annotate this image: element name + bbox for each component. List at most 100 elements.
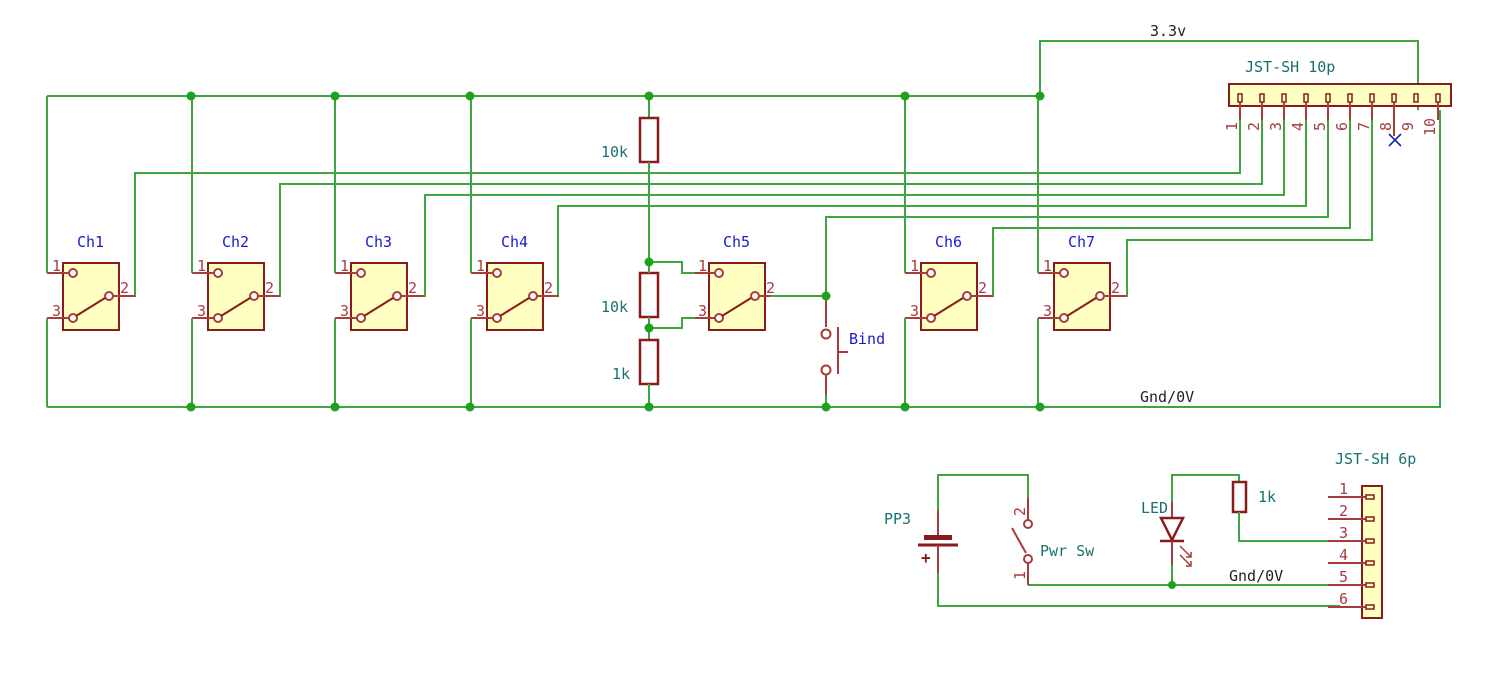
junction-dot [465, 91, 475, 101]
junction-dot [644, 323, 654, 333]
resistor-top-value: 10k [601, 143, 628, 161]
switch-pin-number: 2 [408, 279, 417, 297]
pin-stub [1365, 538, 1375, 544]
pin-stub [1303, 93, 1309, 103]
switch-pin-number: 3 [910, 302, 919, 320]
resistor-bot-value: 1k [612, 365, 630, 383]
switch-ref-label: Ch2 [222, 233, 249, 251]
vcc-net-label: 3.3v [1150, 22, 1186, 40]
junctions [186, 91, 1045, 412]
switch-pin-number: 1 [197, 257, 206, 275]
junction-dot [330, 91, 340, 101]
junction-dot [644, 257, 654, 267]
junction-dot [1035, 402, 1045, 412]
switch-ref-label: Ch7 [1068, 233, 1095, 251]
contact-icon [1059, 268, 1069, 278]
switch-pin-number: 2 [120, 279, 129, 297]
pin-stub [1413, 93, 1419, 103]
contact-icon [926, 313, 936, 323]
battery-plus-icon: + [921, 548, 931, 567]
contact-icon [392, 291, 402, 301]
switch-pin-number: 2 [766, 279, 775, 297]
switch-pin-number: 2 [544, 279, 553, 297]
power-switch-label: Pwr Sw [1040, 542, 1095, 560]
pin-number: 6 [1339, 590, 1348, 608]
contact-icon [356, 268, 366, 278]
pin-stub [1435, 93, 1441, 103]
pin-number: 1 [1339, 480, 1348, 498]
pin-stub [1365, 604, 1375, 610]
contact-icon [492, 313, 502, 323]
battery-label: PP3 [884, 510, 911, 528]
resistor-bot [638, 338, 660, 386]
pin-number: 10 [1421, 118, 1439, 136]
switch-pin-number: 1 [910, 257, 919, 275]
resistor-divider: 10k 10k 1k [601, 96, 695, 407]
pin-stub [1365, 582, 1375, 588]
vcc-rail: 3.3v [47, 22, 1419, 110]
channel-switches: Ch1132Ch2132Ch3132Ch4132Ch5132Ch6132Ch71… [46, 96, 1126, 407]
switch-pin-number: 3 [698, 302, 707, 320]
pin-stub [1325, 93, 1331, 103]
pin-number: 6 [1333, 122, 1351, 131]
switch-pin-number: 3 [476, 302, 485, 320]
pin-stub [1369, 93, 1375, 103]
pin-number: 5 [1311, 122, 1329, 131]
connector-10p-pin-5: 5 [1311, 93, 1331, 131]
switch-pin-number: 1 [340, 257, 349, 275]
contact-icon [750, 291, 760, 301]
pin-stub [1281, 93, 1287, 103]
pin-number: 5 [1339, 568, 1348, 586]
pin-stub [1365, 516, 1375, 522]
switch-lever-icon [220, 297, 251, 317]
connector-10p-pin-1: 1 [1223, 93, 1243, 131]
connector-10p-pin-6: 6 [1333, 93, 1353, 131]
contact-icon [1059, 313, 1069, 323]
pin-number: 7 [1355, 122, 1373, 131]
junction-dot [644, 402, 654, 412]
connector-6p-label: JST-SH 6p [1335, 450, 1416, 468]
contact-icon [714, 268, 724, 278]
contact-icon [962, 291, 972, 301]
resistor-led-value: 1k [1258, 488, 1276, 506]
connector-10p-pin-9: 9 [1399, 93, 1419, 131]
pin-number: 1 [1223, 122, 1241, 131]
switch-lever-icon [1066, 297, 1097, 317]
switch-pin-number: 1 [698, 257, 707, 275]
connector-10p-pin-7: 7 [1355, 93, 1375, 131]
contact-icon [926, 268, 936, 278]
junction-dot [465, 402, 475, 412]
switch-pin-number: 3 [52, 302, 61, 320]
pin-number: 2 [1245, 122, 1263, 131]
gnd-net-label-top: Gnd/0V [1140, 388, 1194, 406]
contact-icon [213, 313, 223, 323]
gnd-rail: Gnd/0V [47, 110, 1441, 408]
contact-icon [356, 313, 366, 323]
pin-stub [1365, 560, 1375, 566]
contact-icon [528, 291, 538, 301]
pin-stub [1391, 93, 1397, 103]
junction-dot [900, 402, 910, 412]
contact-icon [68, 268, 78, 278]
contact-icon [213, 268, 223, 278]
switch-lever-icon [721, 297, 752, 317]
battery-negative-plate [924, 535, 952, 540]
connector-10p-pin-4: 4 [1289, 93, 1309, 131]
contact-icon [68, 313, 78, 323]
connector-10p-pin-3: 3 [1267, 93, 1287, 131]
pin-stub [1237, 93, 1243, 103]
junction-dot [330, 402, 340, 412]
contact-icon [492, 268, 502, 278]
junction-dot [821, 291, 831, 301]
switch-ref-label: Ch3 [365, 233, 392, 251]
connector-10p-pin-10: 10 [1421, 93, 1441, 136]
switch-pin-number: 2 [265, 279, 274, 297]
switch-ref-label: Ch4 [501, 233, 528, 251]
